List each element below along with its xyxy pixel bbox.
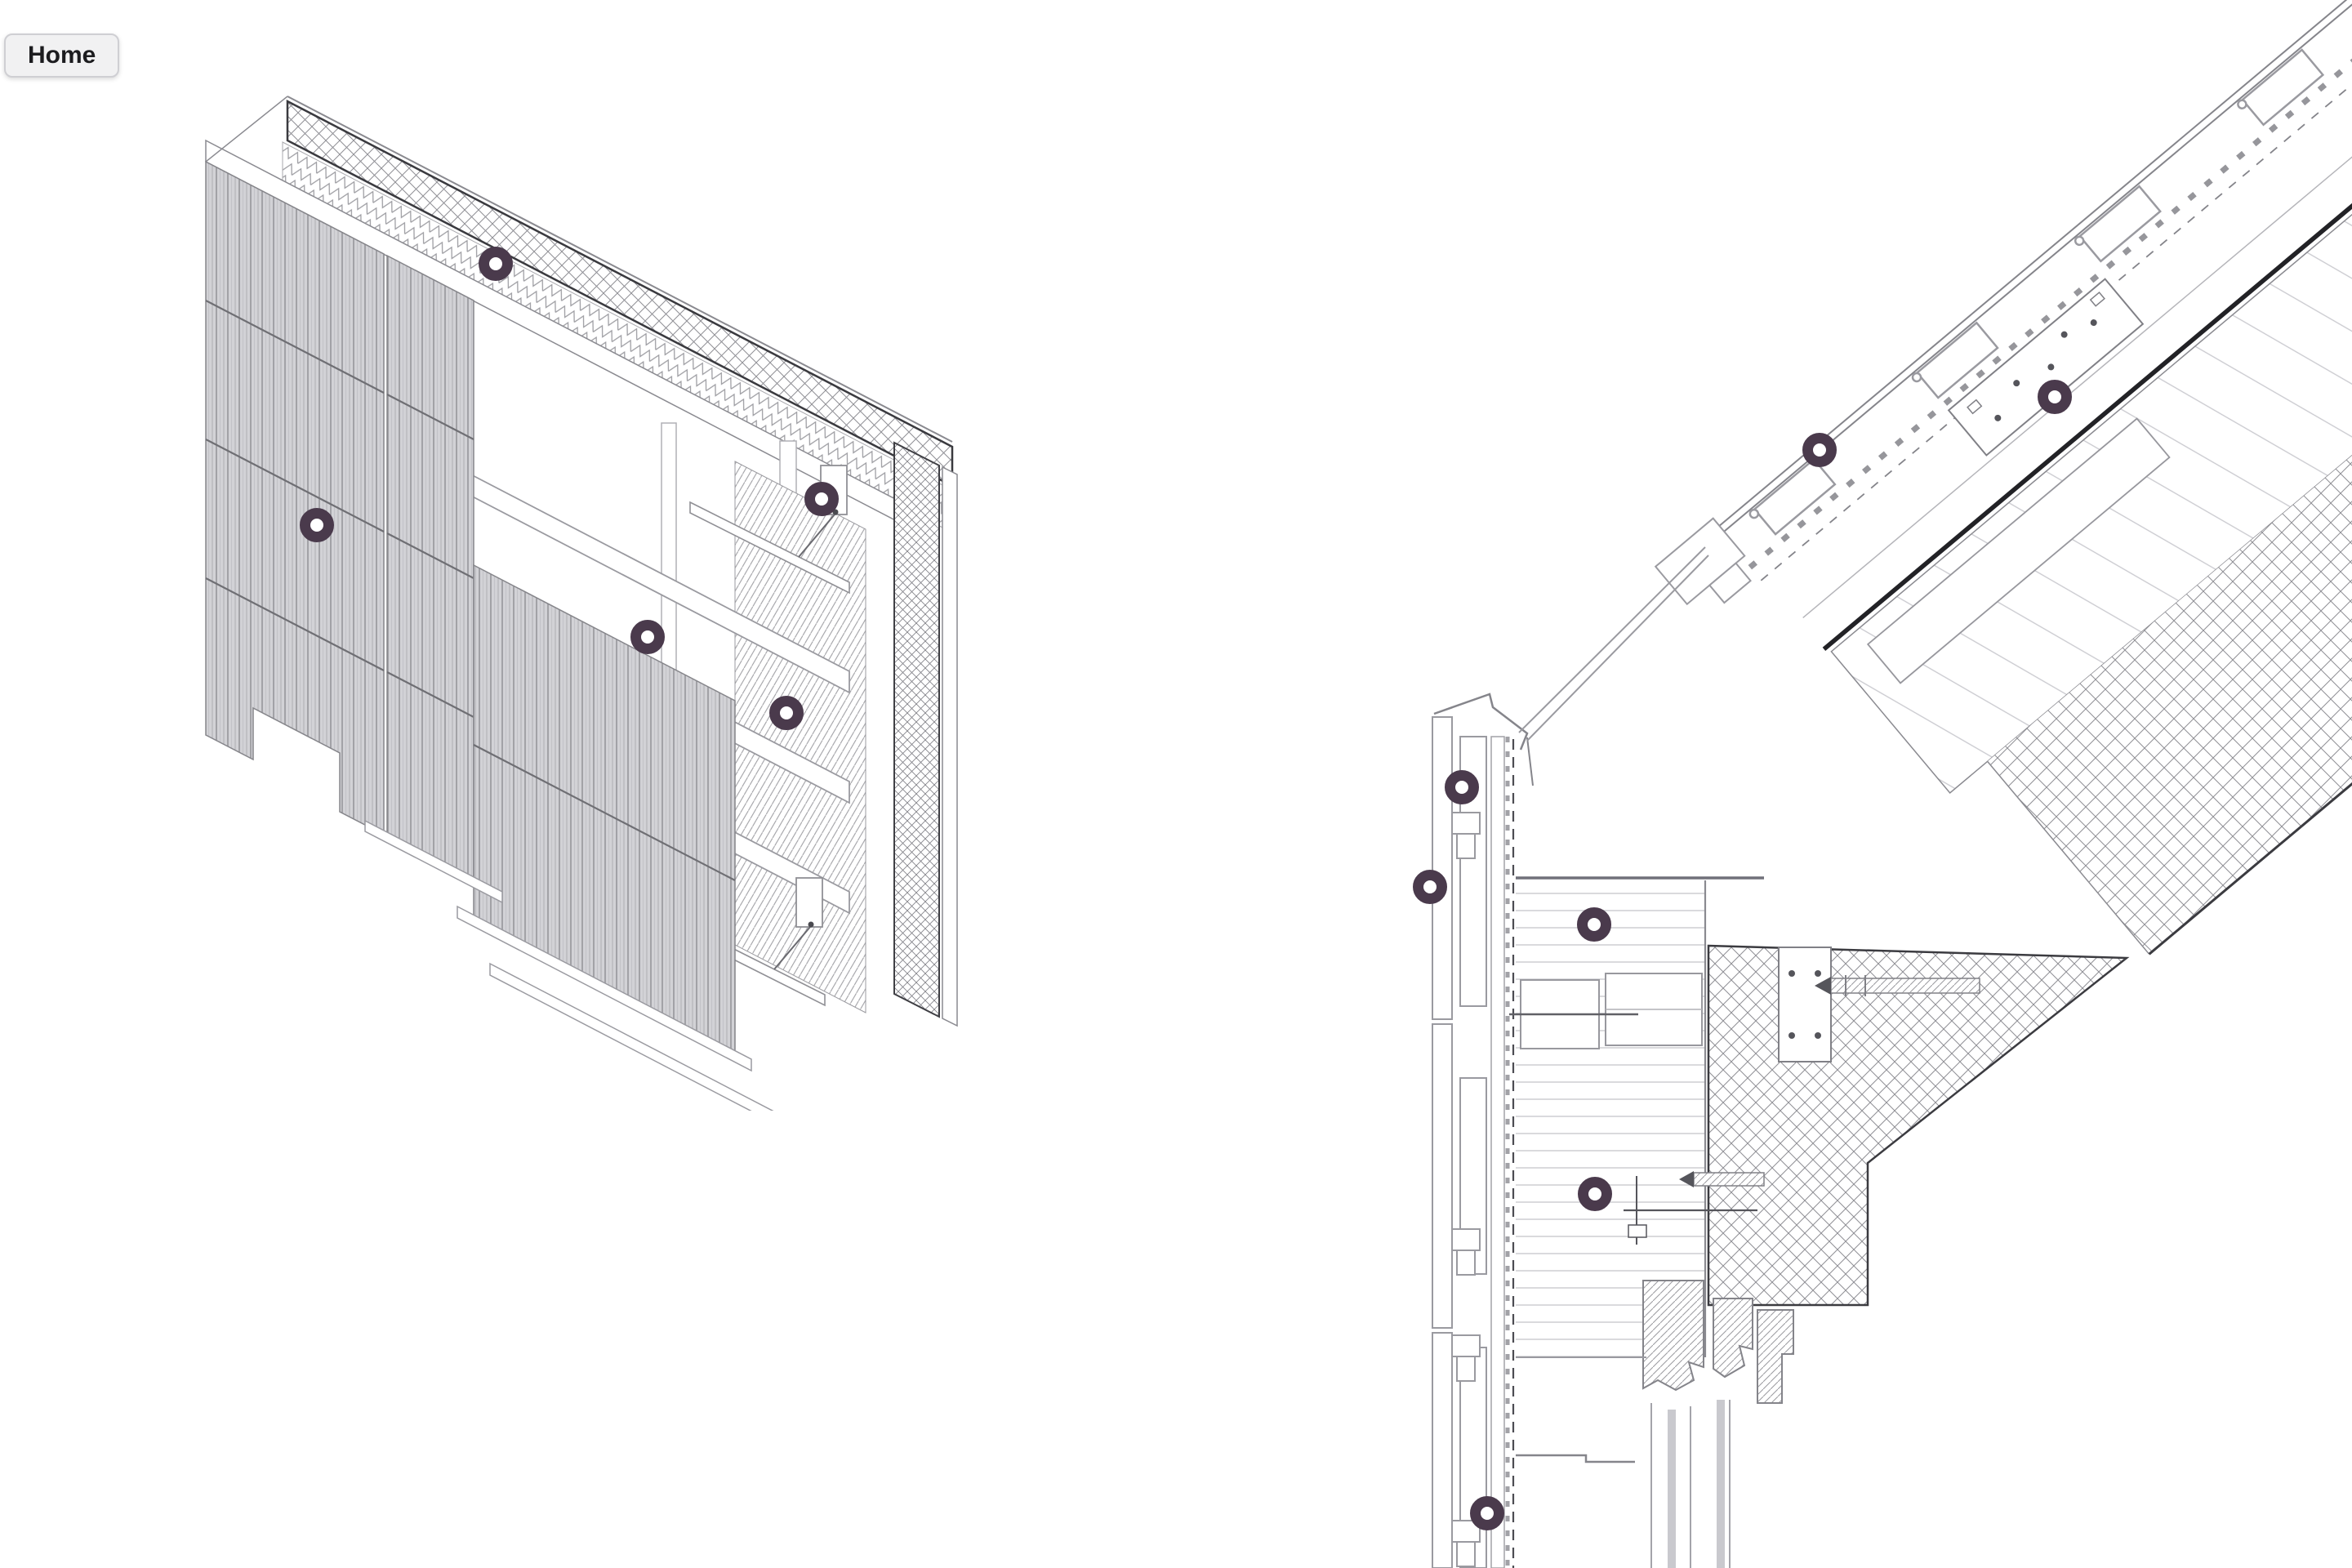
- window-head-fixing-hardware: [1624, 1171, 1765, 1245]
- window-head-frame: [1642, 1280, 1794, 1404]
- hotspot-marker-roof-membrane[interactable]: [2038, 380, 2072, 414]
- hotspot-marker-window-head-fixing[interactable]: [1578, 1177, 1612, 1211]
- roof-eave-section-drawing: [1413, 0, 2352, 1568]
- eave-rafter: [1866, 417, 2171, 684]
- hotspot-marker-eave-blocking[interactable]: [1577, 907, 1611, 942]
- eave-drip: [1708, 562, 1752, 604]
- profiled-batten: [1490, 736, 1505, 1568]
- rafter-zone: [1830, 0, 2352, 794]
- roof-slope-group: [1654, 0, 2352, 956]
- membrane-dashed-line: [1760, 0, 2352, 581]
- top-left-end-edge: [205, 96, 288, 163]
- blocking-panel: [1516, 880, 1705, 1357]
- hotspot-marker-eave-clip[interactable]: [1445, 770, 1479, 804]
- roof-insulation-crosshatch: [1987, 5, 2352, 955]
- insulation-cut-edge: [1987, 760, 2150, 955]
- batten-serration: [1748, 0, 2352, 570]
- hotspot-marker-window-jamb-board[interactable]: [1470, 1496, 1504, 1530]
- hotspot-marker-wall-rail[interactable]: [630, 620, 665, 654]
- core-wall-face: [942, 466, 958, 1027]
- boarding-line: [1802, 0, 2352, 619]
- cladding-clips: [1451, 812, 1481, 1567]
- sill-step-line: [1516, 1454, 1635, 1463]
- hotspot-marker-wall-cladding[interactable]: [300, 508, 334, 542]
- roof-underside-line: [2148, 197, 2352, 956]
- timber-slat-cladding: [205, 160, 736, 1062]
- wall-insulation-block: [1707, 944, 2130, 1307]
- eave-flashing: [1433, 546, 1709, 786]
- window-frame-profiles: [1650, 1400, 1731, 1568]
- top-back-edge: [287, 96, 953, 443]
- exploded-battens: [364, 819, 774, 1111]
- core-wall-edge: [893, 441, 940, 1018]
- hotspot-marker-wall-insulation-layer[interactable]: [769, 696, 804, 730]
- wall-section-group: [1432, 546, 1980, 1568]
- adjustable-bracket-hardware: [1509, 947, 1980, 1062]
- hotspot-marker-wall-bracket[interactable]: [804, 482, 839, 516]
- sarking-membrane-line: [1822, 0, 2352, 651]
- wall-assembly-axonometric-drawing: [205, 96, 958, 1111]
- hotspot-marker-eave-board[interactable]: [1413, 870, 1447, 904]
- hotspot-marker-wall-top-insulation[interactable]: [479, 247, 513, 281]
- hotspot-marker-roof-sheet[interactable]: [1802, 433, 1837, 467]
- standing-seam-clips: [1748, 48, 2325, 536]
- home-button[interactable]: Home: [4, 33, 120, 78]
